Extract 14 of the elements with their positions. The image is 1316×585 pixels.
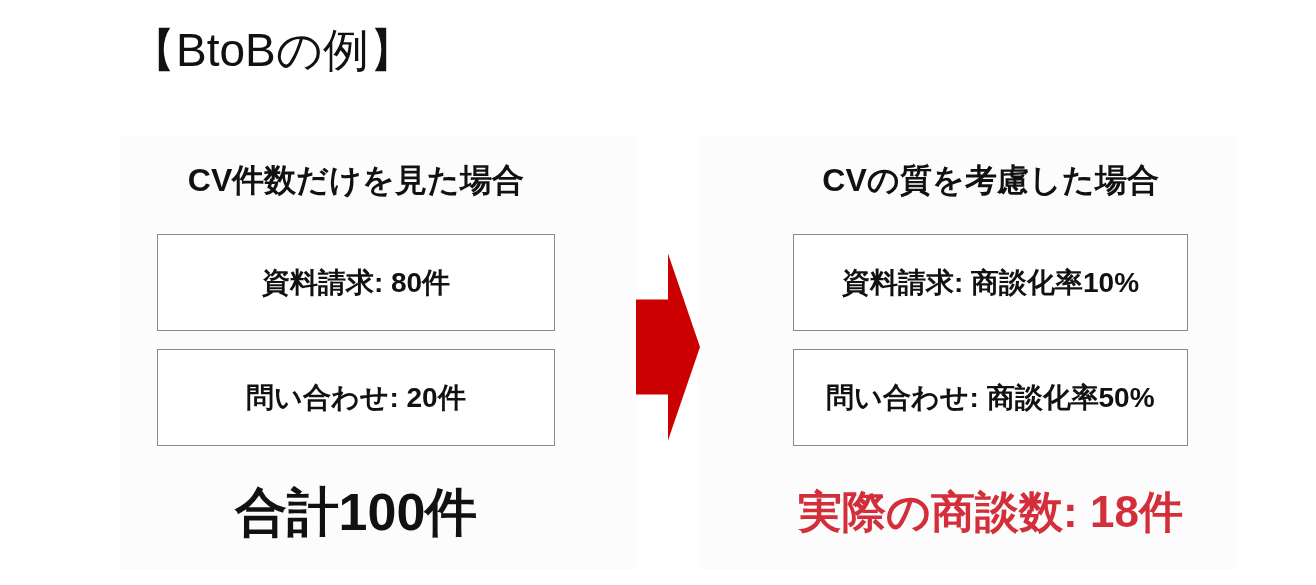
title: 【BtoBの例】 [130,23,415,78]
box-label: 資料請求: 商談化率10% [841,265,1140,300]
block-arrow [636,253,700,441]
box-label: 問い合わせ: 商談化率50% [826,380,1155,415]
item-box [157,234,555,331]
box-label: 資料請求: 80件 [261,265,451,300]
item-box [157,349,555,446]
item-box [793,234,1188,331]
panel-heading: CV件数だけを見た場合 [187,161,525,200]
summary-text: 合計100件 [234,482,478,542]
summary-text: 実際の商談数: 18件 [798,486,1183,538]
panel-heading: CVの質を考慮した場合 [822,161,1159,200]
item-box [793,349,1188,446]
box-label: 問い合わせ: 20件 [246,380,466,415]
